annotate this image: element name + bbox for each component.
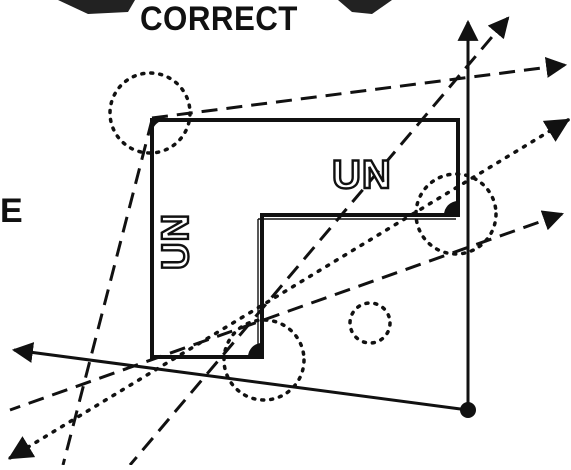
figure-title: CORRECT — [140, 0, 298, 38]
side-letter: E — [0, 192, 23, 230]
dotted-ray — [7, 118, 571, 460]
corner-mark-bottom — [248, 343, 262, 357]
top-left-cropped-shape — [58, 0, 135, 14]
l-shape-outline — [150, 118, 460, 359]
corner-mark-right — [444, 201, 458, 215]
shape-label-horizontal: UN — [332, 153, 392, 197]
dotted-circle-small — [348, 301, 392, 345]
dashed-ray-left-down — [61, 119, 154, 466]
top-right-cropped-shape — [338, 0, 392, 14]
dashed-ray-long — [9, 210, 564, 412]
solid-ray-left — [11, 342, 469, 412]
pivot-point — [460, 402, 476, 418]
corner-mark-top-left — [152, 120, 166, 134]
dashed-ray-top — [151, 56, 568, 120]
shape-label-vertical: UN — [155, 213, 197, 270]
